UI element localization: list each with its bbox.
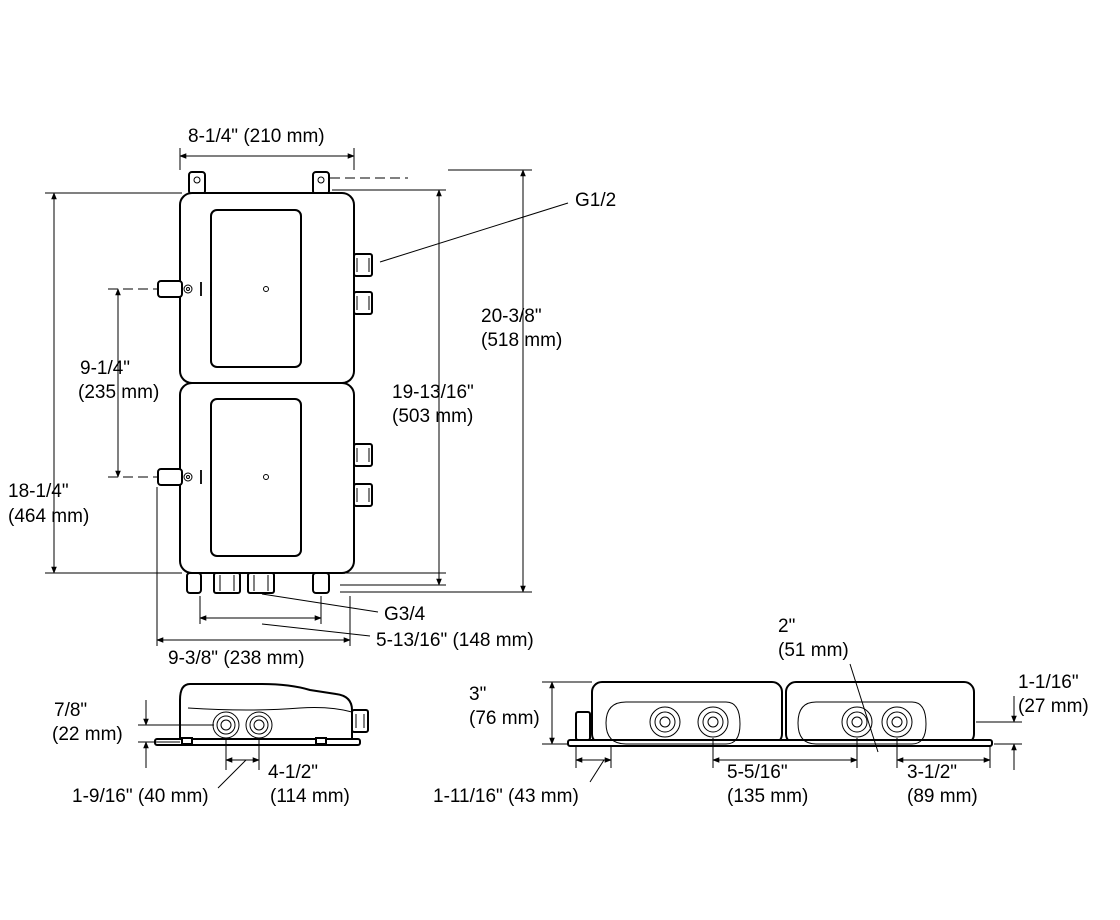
port-diameter-mm-label: (51 mm) (778, 640, 849, 661)
plan-span-label: 5-5/16" (727, 762, 788, 783)
port-diameter-label: 2" (778, 616, 795, 637)
plan-height2-mm-label: (27 mm) (1018, 696, 1089, 717)
side-span-label: 4-1/2" (268, 762, 318, 783)
side-span-mm-label: (114 mm) (270, 786, 350, 807)
inner-height-label: 19-13/16" (392, 382, 474, 403)
side-view (138, 683, 369, 789)
top-width-label: 8-1/4" (210 mm) (188, 126, 325, 147)
g12-fitting (353, 253, 373, 507)
port-span-mm-label: (89 mm) (907, 786, 978, 807)
outlet-span-label: 5-13/16" (148 mm) (376, 630, 534, 651)
plan-height-mm-label: (76 mm) (469, 708, 540, 729)
bracket-spacing-label: 9-1/4" (80, 358, 130, 379)
g34-label: G3/4 (384, 604, 426, 625)
plan-span-mm-label: (135 mm) (727, 786, 808, 807)
plan-view (542, 663, 1022, 783)
dimension-labels: 8-1/4" (210 mm) G1/2 20-3/8" (518 mm) 19… (8, 126, 1089, 807)
plan-height-label: 3" (469, 684, 486, 705)
g12-label: G1/2 (575, 190, 616, 211)
inner-height-mm-label: (503 mm) (392, 406, 473, 427)
side-offset-label: 1-9/16" (40 mm) (72, 786, 209, 807)
left-height-mm-label: (464 mm) (8, 506, 89, 527)
port-span-label: 3-1/2" (907, 762, 957, 783)
bottom-width-label: 9-3/8" (238 mm) (168, 648, 305, 669)
bracket-spacing-mm-label: (235 mm) (78, 382, 159, 403)
side-depth-label: 7/8" (54, 700, 87, 721)
outer-height-label: 20-3/8" (481, 306, 542, 327)
left-height-label: 18-1/4" (8, 481, 69, 502)
plan-offset-label: 1-11/16" (43 mm) (433, 786, 579, 807)
front-elevation-view (45, 148, 569, 646)
outer-height-mm-label: (518 mm) (481, 330, 562, 351)
g34-outlets (186, 572, 330, 594)
side-depth-mm-label: (22 mm) (52, 724, 123, 745)
plan-height2-label: 1-1/16" (1018, 672, 1079, 693)
